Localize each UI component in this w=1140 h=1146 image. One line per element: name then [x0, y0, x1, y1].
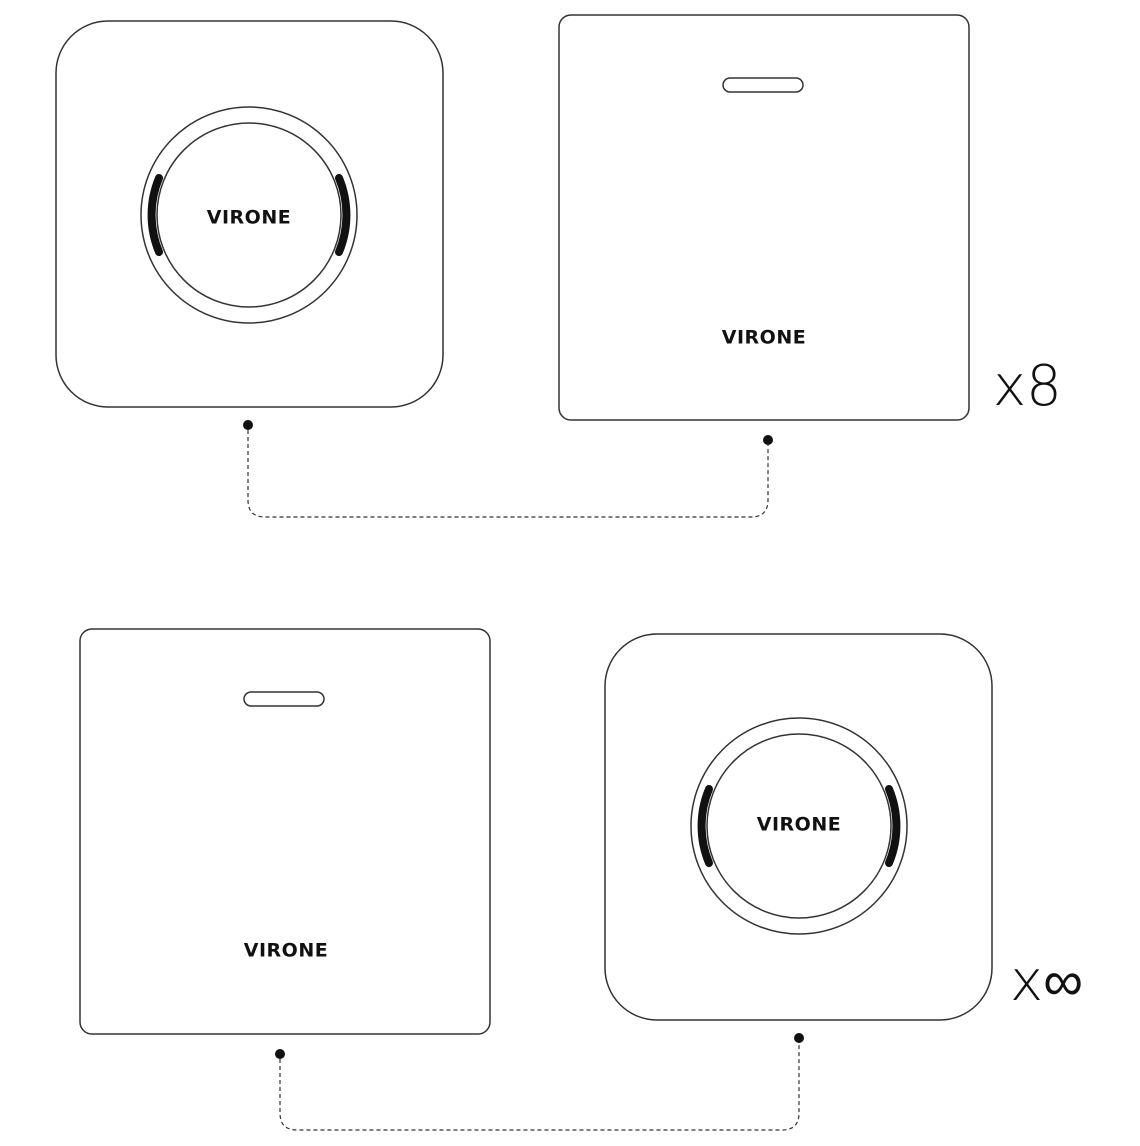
bottom-bell-left-led	[697, 785, 713, 867]
top-bell-unit: VIRONE	[55, 20, 444, 408]
top-bell-right-led	[335, 174, 351, 256]
top-connection-line	[247, 430, 769, 518]
top-button-logo: VIRONE	[722, 327, 806, 349]
bottom-bell-body	[604, 633, 993, 1021]
top-bell-logo: VIRONE	[207, 207, 291, 229]
bottom-connection-line	[279, 1043, 800, 1131]
top-connection	[243, 420, 773, 518]
bottom-bell-right-led	[885, 785, 901, 867]
bottom-button-led-slot	[243, 691, 325, 707]
bottom-connection	[275, 1033, 804, 1131]
bottom-bell-unit: VIRONE	[604, 633, 993, 1021]
bottom-bell-outer-ring	[690, 717, 908, 935]
bottom-connection-dot-right	[794, 1033, 804, 1043]
top-button-unit: VIRONE	[558, 14, 970, 421]
top-bell-outer-ring	[140, 106, 358, 324]
bottom-connection-dot-left	[275, 1049, 285, 1059]
top-button-body	[558, 14, 970, 421]
bottom-bell-inner-ring	[706, 733, 892, 919]
top-bell-inner-ring	[156, 122, 342, 308]
top-button-led-slot	[722, 77, 804, 93]
top-quantity-label: x8	[993, 354, 1062, 419]
top-bell-body	[55, 20, 444, 408]
bottom-bell-logo: VIRONE	[757, 814, 841, 836]
top-connection-dot-right	[763, 435, 773, 445]
top-connection-dot-left	[243, 420, 253, 430]
bottom-button-unit: VIRONE	[79, 628, 491, 1035]
bottom-button-logo: VIRONE	[244, 940, 328, 962]
top-bell-left-led	[147, 174, 163, 256]
bottom-quantity-label: x∞	[1010, 949, 1083, 1014]
bottom-button-body	[79, 628, 491, 1035]
